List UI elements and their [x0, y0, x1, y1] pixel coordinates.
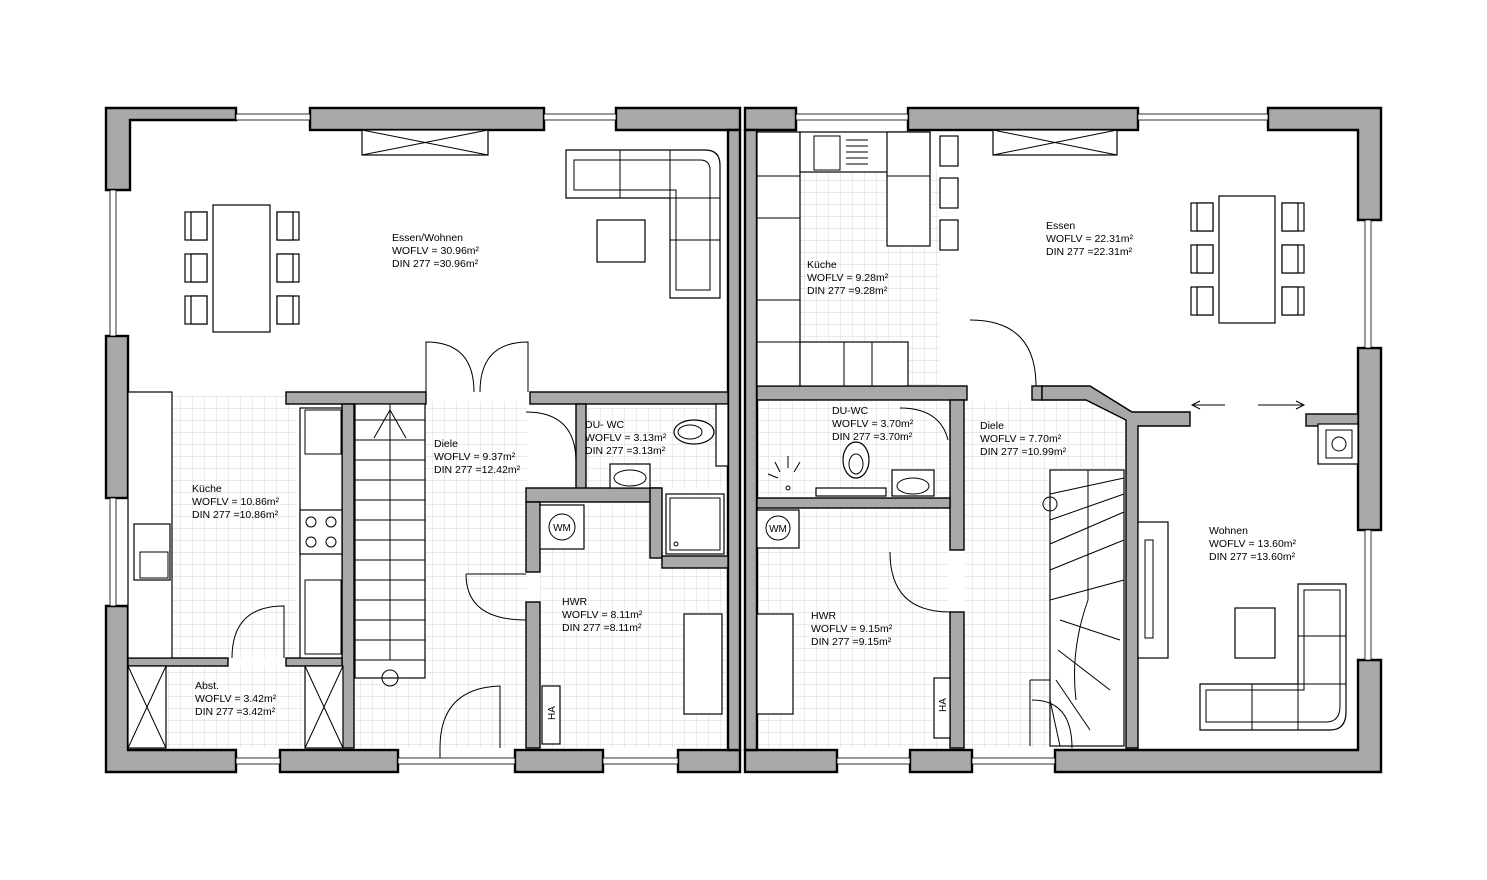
dining-table-right: [1190, 195, 1306, 410]
svg-text:DU- WC: DU- WC: [585, 419, 624, 431]
svg-text:DIN 277 =30.96m²: DIN 277 =30.96m²: [392, 258, 479, 270]
heating-connection-label-right: HA: [938, 698, 949, 712]
svg-text:Küche: Küche: [192, 483, 222, 495]
svg-text:WOFLV = 9.37m²: WOFLV = 9.37m²: [434, 451, 516, 463]
svg-text:Essen: Essen: [1046, 220, 1075, 232]
staircase-left: [354, 403, 426, 687]
dining-table-left: [184, 204, 300, 333]
svg-text:DIN 277 =3.42m²: DIN 277 =3.42m²: [195, 706, 276, 718]
svg-text:Wohnen: Wohnen: [1209, 525, 1248, 537]
living-right: [1137, 423, 1359, 731]
label-du-wc-left: DU- WC WOFLV = 3.13m² DIN 277 =3.13m²: [585, 419, 667, 457]
label-kueche-right: Küche WOFLV = 9.28m² DIN 277 =9.28m²: [807, 259, 889, 297]
label-wohnen: Wohnen WOFLV = 13.60m² DIN 277 =13.60m²: [1209, 525, 1297, 563]
label-essen-wohnen: Essen/Wohnen WOFLV = 30.96m² DIN 277 =30…: [392, 232, 480, 270]
label-hwr-left: HWR WOFLV = 8.11m² DIN 277 =8.11m²: [562, 596, 643, 634]
svg-text:DIN 277 =3.70m²: DIN 277 =3.70m²: [832, 431, 913, 443]
party-wall: [726, 128, 759, 752]
svg-text:DIN 277 =13.60m²: DIN 277 =13.60m²: [1209, 551, 1296, 563]
radiators: [361, 129, 1118, 156]
svg-text:Diele: Diele: [980, 420, 1004, 432]
svg-text:Küche: Küche: [807, 259, 837, 271]
label-diele-right: Diele WOFLV = 7.70m² DIN 277 =10.99m²: [980, 420, 1067, 458]
washing-machine-label-right: WM: [769, 524, 787, 535]
svg-text:DIN 277 =10.99m²: DIN 277 =10.99m²: [980, 446, 1067, 458]
svg-text:HWR: HWR: [811, 610, 836, 622]
kitchen-right: [756, 131, 959, 387]
svg-text:DIN 277 =3.13m²: DIN 277 =3.13m²: [585, 445, 666, 457]
bathroom-right-fixtures: [767, 407, 949, 497]
doors-left: [231, 341, 577, 758]
svg-text:WOFLV = 30.96m²: WOFLV = 30.96m²: [392, 245, 480, 257]
svg-text:WOFLV = 3.13m²: WOFLV = 3.13m²: [585, 432, 667, 444]
bathroom-left-fixtures: [609, 403, 729, 555]
svg-text:DIN 277 =10.86m²: DIN 277 =10.86m²: [192, 509, 279, 521]
label-du-wc-right: DU-WC WOFLV = 3.70m² DIN 277 =3.70m²: [832, 405, 914, 443]
svg-text:WOFLV = 10.86m²: WOFLV = 10.86m²: [192, 496, 280, 508]
svg-text:WOFLV = 9.15m²: WOFLV = 9.15m²: [811, 623, 893, 635]
svg-text:DIN 277 =22.31m²: DIN 277 =22.31m²: [1046, 246, 1133, 258]
svg-text:DIN 277 =8.11m²: DIN 277 =8.11m²: [562, 622, 642, 634]
label-hwr-right: HWR WOFLV = 9.15m² DIN 277 =9.15m²: [811, 610, 893, 648]
svg-text:DIN 277 =9.28m²: DIN 277 =9.28m²: [807, 285, 888, 297]
staircase-right: [969, 319, 1125, 749]
svg-text:DIN 277 =12.42m²: DIN 277 =12.42m²: [434, 464, 521, 476]
sofa-left: [565, 149, 721, 299]
svg-text:WOFLV = 22.31m²: WOFLV = 22.31m²: [1046, 233, 1134, 245]
svg-text:DU-WC: DU-WC: [832, 405, 869, 417]
interior-walls: [127, 385, 1359, 749]
svg-text:WOFLV = 7.70m²: WOFLV = 7.70m²: [980, 433, 1062, 445]
svg-text:HWR: HWR: [562, 596, 587, 608]
utility-room-right: WM HA: [756, 509, 951, 739]
room-labels: Essen/Wohnen WOFLV = 30.96m² DIN 277 =30…: [192, 220, 1297, 718]
label-kueche-left: Küche WOFLV = 10.86m² DIN 277 =10.86m²: [192, 483, 280, 521]
svg-text:WOFLV = 8.11m²: WOFLV = 8.11m²: [562, 609, 643, 621]
label-essen: Essen WOFLV = 22.31m² DIN 277 =22.31m²: [1046, 220, 1134, 258]
svg-text:WOFLV = 3.42m²: WOFLV = 3.42m²: [195, 693, 277, 705]
utility-room-left: WM HA: [539, 504, 723, 745]
svg-text:WOFLV = 3.70m²: WOFLV = 3.70m²: [832, 418, 914, 430]
kitchen-left: [127, 391, 343, 659]
svg-text:WOFLV = 13.60m²: WOFLV = 13.60m²: [1209, 538, 1297, 550]
label-abst: Abst. WOFLV = 3.42m² DIN 277 =3.42m²: [195, 680, 277, 718]
label-diele-left: Diele WOFLV = 9.37m² DIN 277 =12.42m²: [434, 438, 521, 476]
svg-text:DIN 277 =9.15m²: DIN 277 =9.15m²: [811, 636, 892, 648]
svg-text:WOFLV = 9.28m²: WOFLV = 9.28m²: [807, 272, 889, 284]
svg-text:Diele: Diele: [434, 438, 458, 450]
svg-text:Essen/Wohnen: Essen/Wohnen: [392, 232, 463, 244]
washing-machine-label-left: WM: [553, 523, 571, 534]
windows: [109, 113, 1372, 765]
heating-connection-label-left: HA: [547, 706, 558, 720]
storage-shelves: [127, 665, 344, 749]
svg-text:Abst.: Abst.: [195, 680, 219, 692]
